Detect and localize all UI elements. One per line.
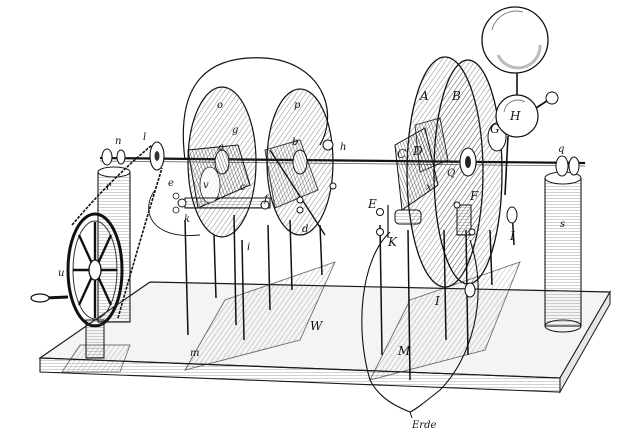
conductor-F xyxy=(453,201,518,298)
crank-handle xyxy=(30,293,69,303)
inductor-plate-right xyxy=(264,139,319,209)
label-n: n xyxy=(115,136,121,147)
label-I-right: I xyxy=(509,229,515,243)
label-C: C xyxy=(397,147,406,161)
label-l: l xyxy=(143,132,146,143)
label-A: A xyxy=(419,89,429,103)
label-m: m xyxy=(190,348,199,359)
label-a: a xyxy=(218,142,224,153)
label-p: p xyxy=(294,100,301,111)
label-Q: Q xyxy=(447,168,455,179)
inductor-plate-v xyxy=(187,144,251,209)
label-I-bottom: I xyxy=(434,294,440,308)
label-r: r xyxy=(106,182,112,193)
drive-belt xyxy=(71,144,163,319)
large-ball xyxy=(481,6,549,74)
label-erde: Erde xyxy=(411,420,436,431)
main-shaft xyxy=(99,156,586,167)
label-q: q xyxy=(558,144,564,155)
label-x: x xyxy=(426,182,432,193)
label-h: h xyxy=(340,142,346,153)
label-c: c xyxy=(240,182,246,193)
label-f: f xyxy=(263,194,270,205)
label-D: D xyxy=(412,144,423,158)
label-E: E xyxy=(367,197,377,211)
pillar-s xyxy=(544,155,582,333)
label-B: B xyxy=(451,89,461,103)
disc-B xyxy=(433,59,503,285)
conductor-H xyxy=(495,70,559,196)
label-W: W xyxy=(310,319,324,333)
figure-labels: n l r u o g a v c e k i p b d f h m A B … xyxy=(58,89,565,431)
rail-m xyxy=(184,261,336,371)
label-o: o xyxy=(217,100,223,111)
label-F: F xyxy=(469,189,479,203)
label-v: v xyxy=(203,180,209,191)
label-k: k xyxy=(184,214,190,225)
label-i: i xyxy=(247,242,250,253)
label-g: g xyxy=(232,125,238,136)
label-K: K xyxy=(387,235,398,249)
label-G: G xyxy=(490,122,500,136)
brush-rod-d xyxy=(269,139,337,236)
conductor-EK xyxy=(376,205,422,238)
pulley-l xyxy=(149,141,165,171)
crossbar-k xyxy=(172,192,271,214)
label-M: M xyxy=(397,344,411,358)
support-rods-left xyxy=(184,214,323,341)
ground-wire xyxy=(361,231,479,419)
label-u: u xyxy=(58,268,64,279)
label-d: d xyxy=(302,224,308,235)
label-e: e xyxy=(168,178,174,189)
inductor-plate-D xyxy=(414,117,449,173)
label-H: H xyxy=(509,109,521,123)
label-b: b xyxy=(292,137,298,148)
label-s: s xyxy=(560,219,565,230)
crank-wheel-u xyxy=(66,212,124,359)
